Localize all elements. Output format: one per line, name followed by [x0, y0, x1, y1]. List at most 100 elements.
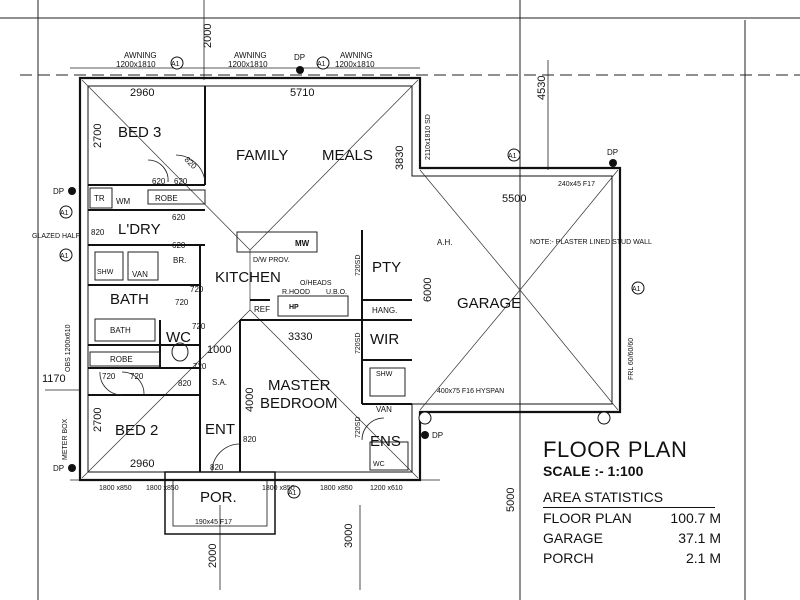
dw-label: D/W PROV. [253, 257, 290, 264]
dim-bottom-setback-porch: 2000 [207, 544, 219, 568]
fixtures [89, 187, 409, 471]
sd-side-label: 2110x1810 SD [425, 114, 432, 160]
a1-label-4: A1 [60, 210, 69, 217]
door-720-c: 720 [102, 372, 116, 381]
stat-row-porch: PORCH 2.1 M [543, 548, 721, 568]
internal-walls [88, 86, 412, 472]
plaster-note: NOTE:- PLASTER LINED STUD WALL [530, 239, 652, 246]
stat-label: FLOOR PLAN [543, 510, 632, 526]
dim-top-setback: 2000 [202, 24, 214, 48]
awning3-size: 1200x1810 [335, 60, 375, 69]
downpipes [68, 66, 617, 472]
stat-row-floor-plan: FLOOR PLAN 100.7 M [543, 508, 721, 528]
wc-small-label: WC [373, 461, 385, 468]
roof-lines [81, 79, 619, 479]
a1-label-5: A1 [60, 253, 69, 260]
room-ensuite: ENS [370, 433, 401, 450]
door-820-b: 820 [91, 228, 105, 237]
room-bedroom: BEDROOM [260, 395, 338, 412]
window-labels: AWNING 1200x1810 AWNING 1200x1810 AWNING… [32, 51, 432, 492]
room-meals: MEALS [322, 147, 373, 164]
room-kitchen: KITCHEN [215, 269, 281, 286]
dim-bed3-depth: 2700 [92, 124, 104, 148]
shw2-label: SHW [376, 371, 393, 378]
a1-label-2: A1 [317, 61, 326, 68]
door-720-b: 720 [192, 322, 206, 331]
dim-master-depth: 4000 [244, 388, 256, 412]
legend-block: FLOOR PLAN SCALE :- 1:100 AREA STATISTIC… [543, 438, 733, 568]
obs-left-label: OBS 1200x610 [65, 324, 72, 372]
bottom-window-3: 1800 x850 [262, 485, 295, 492]
frl-label: FRL 60/60/60 [628, 338, 635, 380]
tr-label: TR [94, 194, 105, 203]
van2-label: VAN [376, 405, 392, 414]
oheads-label: O/HEADS [300, 280, 332, 287]
mw-label: MW [295, 239, 310, 248]
room-master: MASTER [268, 377, 331, 394]
sd3-label: 720SD [355, 417, 362, 438]
rhood-label: R.HOOD [282, 289, 310, 296]
awning2-label: AWNING [234, 51, 267, 60]
room-bed3: BED 3 [118, 124, 161, 141]
a1-label-3: A1 [508, 153, 517, 160]
stat-value: 2.1 M [685, 550, 721, 566]
door-620-d: 620 [172, 241, 186, 250]
shw-label: SHW [97, 269, 114, 276]
bottom-window-4: 1800 x850 [320, 485, 353, 492]
door-820-a: 820 [183, 155, 199, 171]
awning1-label: AWNING [124, 51, 157, 60]
wm-label: WM [116, 197, 131, 206]
dp-label-1: DP [294, 53, 305, 62]
hang-label: HANG. [372, 306, 397, 315]
door-620-c: 620 [172, 213, 186, 222]
room-bath: BATH [110, 291, 149, 308]
stat-value: 100.7 M [670, 510, 721, 526]
room-garage: GARAGE [457, 295, 521, 312]
room-wc: WC [166, 329, 191, 346]
dp-label-4: DP [53, 464, 64, 473]
ref-label: REF [254, 305, 270, 314]
ubo-label: U.B.O. [326, 289, 347, 296]
room-pantry: PTY [372, 259, 401, 276]
dim-master-width: 3330 [288, 331, 312, 343]
room-porch: POR. [200, 489, 237, 506]
door-720-e: 720 [175, 298, 189, 307]
awning2-size: 1200x1810 [228, 60, 268, 69]
dim-garage-depth: 6000 [422, 278, 434, 302]
dp-label-5: DP [432, 431, 443, 440]
sd2-label: 720SD [355, 333, 362, 354]
van-label: VAN [132, 270, 148, 279]
robe2-label: ROBE [110, 355, 133, 364]
door-620-b: 620 [174, 177, 188, 186]
dim-bottom-setback-right: 5000 [505, 488, 517, 512]
dp-label-2: DP [607, 148, 618, 157]
door-620-a: 620 [152, 177, 166, 186]
bottom-window-2: 1800 x850 [146, 485, 179, 492]
br-label: BR. [173, 256, 186, 265]
a1-label-6: A1 [632, 286, 641, 293]
robe-label: ROBE [155, 194, 178, 203]
door-swings [99, 154, 385, 473]
hp-label: HP [289, 304, 299, 311]
dim-bed2-depth: 2700 [92, 408, 104, 432]
door-720-a: 720 [190, 285, 204, 294]
bottom-window-1: 1800 x850 [99, 485, 132, 492]
dim-family-depth: 3830 [394, 146, 406, 170]
porch-beam-label: 190x45 F17 [195, 519, 232, 526]
stat-label: GARAGE [543, 530, 603, 546]
door-size-labels: 820 620 620 620 620 820 720 720 720 720 … [91, 155, 257, 472]
ah-label: A.H. [437, 238, 453, 247]
legend-scale: SCALE :- 1:100 [543, 463, 644, 479]
dim-left-offset: 1170 [42, 373, 66, 385]
awning1-size: 1200x1810 [116, 60, 156, 69]
stat-row-garage: GARAGE 37.1 M [543, 528, 721, 548]
dimension-labels: 2960 5710 5500 3330 1000 2960 1170 2700 … [42, 24, 548, 568]
beam-top-label: 240x45 F17 [558, 181, 595, 188]
room-laundry: L'DRY [118, 221, 161, 238]
sd1-label: 720SD [355, 255, 362, 276]
sa-label: S.A. [212, 378, 227, 387]
door-820-e: 820 [210, 463, 224, 472]
room-labels: BED 3 FAMILY MEALS L'DRY KITCHEN BATH WC… [110, 124, 521, 506]
